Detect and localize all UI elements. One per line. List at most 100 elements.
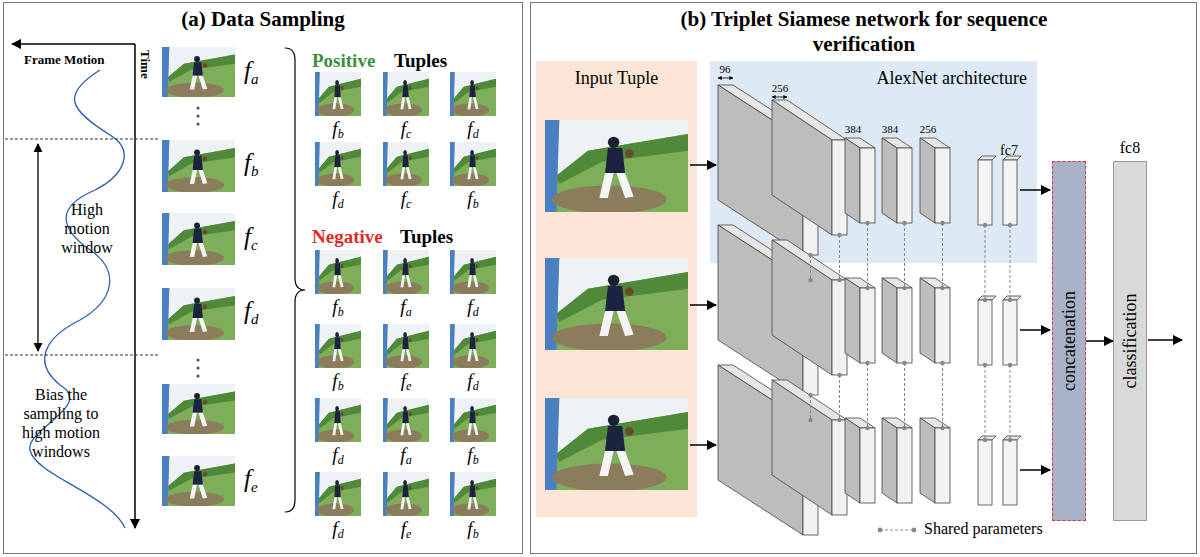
tuple-frame bbox=[450, 72, 496, 117]
shared-dot bbox=[912, 528, 917, 533]
input-frame bbox=[545, 398, 688, 491]
frame-label: fb bbox=[332, 371, 343, 392]
legend-sample bbox=[876, 524, 918, 536]
video-frame bbox=[162, 384, 235, 435]
motion-arrow bbox=[12, 43, 135, 45]
video-frame bbox=[162, 288, 235, 341]
frame-label: fd bbox=[244, 298, 258, 327]
frame-label: fb bbox=[467, 519, 478, 540]
group-title: Tuples bbox=[394, 51, 447, 70]
frame-label: fe bbox=[244, 466, 258, 495]
frame-label: fb bbox=[332, 119, 343, 140]
tuple-frame bbox=[383, 72, 429, 117]
tuple-frame bbox=[450, 398, 496, 443]
video-frame bbox=[162, 140, 235, 193]
output-arrow bbox=[1148, 339, 1182, 341]
tuple-frame bbox=[315, 472, 361, 517]
tuple-frame bbox=[315, 72, 361, 117]
tuple-frame bbox=[383, 142, 429, 187]
tuple-frame bbox=[450, 324, 496, 369]
group-title: Negative bbox=[312, 227, 383, 246]
annotation-text: Bias the sampling to high motion windows bbox=[20, 385, 102, 461]
tuple-frame bbox=[315, 324, 361, 369]
window-boundary bbox=[5, 355, 160, 356]
frame-label: fb bbox=[332, 297, 343, 318]
band-title: AlexNet architecture bbox=[877, 69, 1027, 87]
panel-title: (a) Data Sampling bbox=[4, 7, 522, 32]
frame-label: fd bbox=[332, 519, 343, 540]
group-title: Tuples bbox=[400, 227, 453, 246]
feature-arrow bbox=[1020, 469, 1050, 471]
frame-label: fc bbox=[244, 224, 258, 253]
ellipsis-dot bbox=[196, 106, 199, 109]
frame-label: fd bbox=[467, 371, 478, 392]
input-band: Input Tuple bbox=[536, 61, 697, 517]
alexnet-stream bbox=[718, 225, 1021, 395]
layer-label: fc8 bbox=[1104, 140, 1156, 156]
feature-arrow bbox=[1020, 189, 1050, 191]
frame-label: fe bbox=[401, 519, 412, 540]
frame-label: fa bbox=[400, 445, 411, 466]
input-frame bbox=[545, 258, 688, 351]
ellipsis-dot bbox=[196, 114, 199, 117]
tuple-frame bbox=[383, 398, 429, 443]
shared-links bbox=[808, 221, 1012, 302]
shared-links bbox=[808, 361, 1012, 442]
shared-link bbox=[880, 530, 914, 531]
tuple-frame bbox=[450, 142, 496, 187]
legend-text: Shared parameters bbox=[924, 520, 1043, 537]
alexnet-stream bbox=[718, 85, 1021, 255]
dimension-label: 256 bbox=[772, 83, 789, 94]
legend-item: Shared parameters bbox=[876, 521, 1043, 537]
frame-label: fd bbox=[332, 189, 343, 210]
frame-label: fc bbox=[401, 119, 412, 140]
dimension-arrow bbox=[718, 78, 733, 79]
input-frame bbox=[545, 120, 688, 213]
video-frame bbox=[162, 456, 235, 507]
tuple-frame bbox=[450, 250, 496, 295]
dimension-arrow bbox=[772, 97, 787, 98]
tuple-frame bbox=[315, 250, 361, 295]
panel-box: (a) Data Sampling bbox=[3, 2, 523, 554]
panel-title: (b) Triplet Siamese network for sequence… bbox=[644, 7, 1084, 57]
input-arrow bbox=[690, 304, 716, 306]
band-title: Input Tuple bbox=[536, 69, 697, 87]
layer-name: classification bbox=[1121, 294, 1139, 389]
annotation-text: High motion window bbox=[50, 200, 124, 257]
dimension-label: 384 bbox=[882, 124, 899, 135]
frame-label: fb bbox=[467, 445, 478, 466]
frame-label: fd bbox=[467, 119, 478, 140]
video-frame bbox=[162, 47, 235, 98]
tuple-frame bbox=[450, 472, 496, 517]
tuple-frame bbox=[315, 142, 361, 187]
frame-label: fd bbox=[467, 297, 478, 318]
frame-label: fb bbox=[467, 189, 478, 210]
tuple-frame bbox=[383, 324, 429, 369]
frame-label: fc bbox=[401, 189, 412, 210]
group-title: Positive bbox=[312, 51, 375, 70]
frame-label: fd bbox=[332, 445, 343, 466]
input-arrow bbox=[690, 444, 716, 446]
panel-box: (b) Triplet Siamese network for sequence… bbox=[530, 2, 1197, 554]
architecture-band: AlexNet architecture bbox=[710, 61, 1037, 263]
dimension-label: 256 bbox=[920, 124, 937, 135]
ellipsis-dot bbox=[196, 366, 199, 369]
layer-name: concatenation bbox=[1060, 291, 1078, 391]
ellipsis-dot bbox=[196, 358, 199, 361]
window-arrow bbox=[37, 144, 38, 351]
tuple-frame bbox=[383, 472, 429, 517]
axis-label: Frame Motion bbox=[24, 53, 105, 66]
dimension-label: 384 bbox=[845, 124, 862, 135]
frame-label: fb bbox=[244, 150, 258, 179]
dimension-label: 96 bbox=[720, 64, 731, 75]
feature-arrow bbox=[1020, 329, 1050, 331]
time-axis bbox=[134, 44, 136, 528]
tuple-frame bbox=[315, 398, 361, 443]
layer-label: fc7 bbox=[1000, 144, 1018, 158]
frame-label: fa bbox=[400, 297, 411, 318]
classification-layer: fc8classification bbox=[1113, 161, 1147, 521]
